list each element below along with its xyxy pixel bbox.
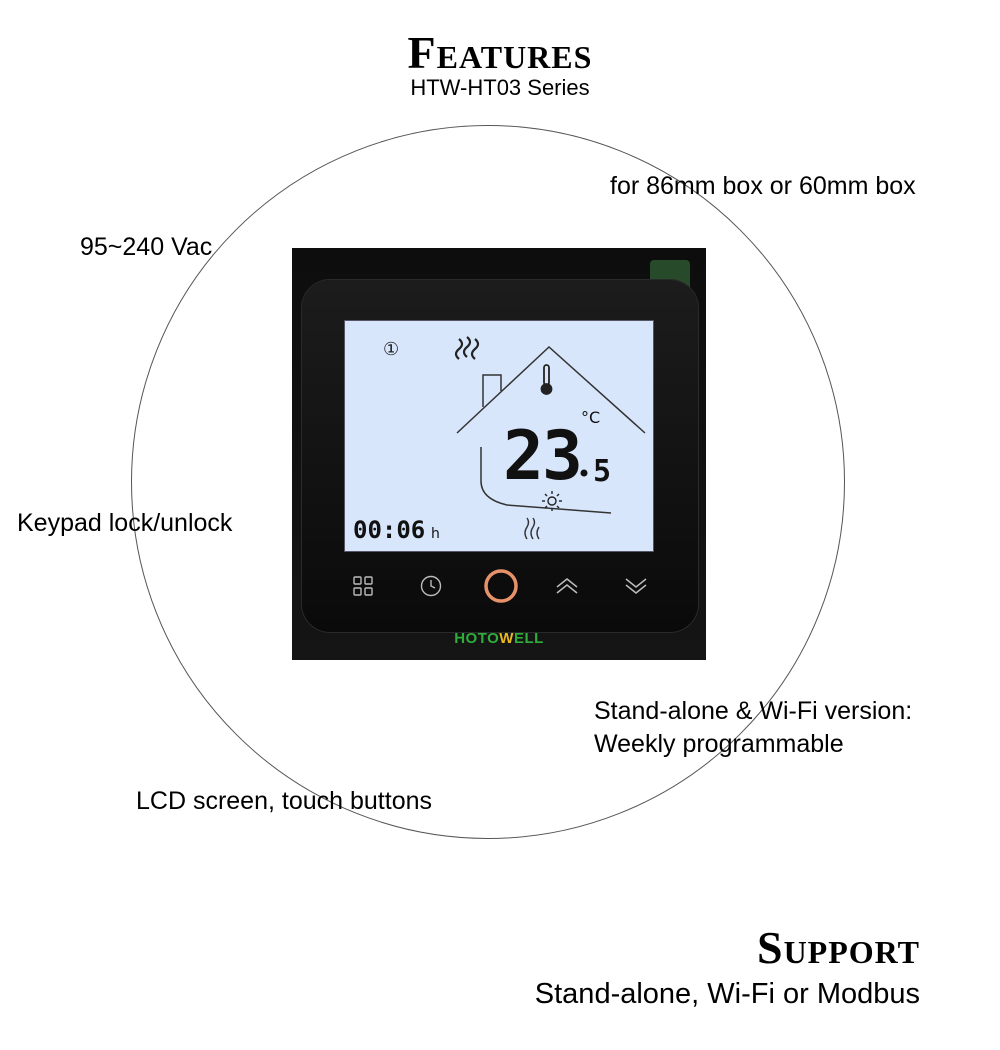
support-title: Support <box>756 922 920 973</box>
feature-box-size: for 86mm box or 60mm box <box>610 172 916 200</box>
brand-part3: ELL <box>513 630 544 647</box>
lcd-display: ① 23 5 °C <box>353 336 646 544</box>
house-outline-icon <box>456 345 646 514</box>
heat-waves-icon <box>454 336 480 360</box>
brand-part1: HOTO <box>454 630 500 647</box>
feature-voltage: 95~240 Vac <box>80 233 213 261</box>
menu-button[interactable] <box>345 568 381 604</box>
temperature-main: 23 <box>503 417 581 496</box>
series-label: HTW-HT03 Series <box>410 75 590 100</box>
feature-weekly-line2: Weekly programmable <box>594 730 844 758</box>
features-title: Features <box>407 27 593 78</box>
menu-icon <box>353 576 373 596</box>
lcd-screen: ① 23 5 °C <box>344 320 654 552</box>
thermometer-icon <box>540 364 553 395</box>
thermostat-device: ① 23 5 °C <box>292 248 706 660</box>
double-chevron-up-icon <box>556 578 578 594</box>
feature-weekly-line1: Stand-alone & Wi-Fi version: <box>594 697 913 725</box>
clock-icon <box>420 575 442 597</box>
power-button[interactable] <box>481 566 521 606</box>
brand-logo: HOTOWELL <box>292 630 706 647</box>
program-number: ① <box>383 339 399 360</box>
sun-icon <box>542 491 562 511</box>
temperature-decimal: 5 <box>593 454 611 489</box>
power-ring-icon <box>484 569 518 603</box>
feature-ring <box>131 125 845 839</box>
clock-button[interactable] <box>413 568 449 604</box>
timer-value: 00:06 <box>353 516 425 544</box>
up-button[interactable] <box>549 568 585 604</box>
feature-lcd-screen: LCD screen, touch buttons <box>136 787 432 815</box>
down-button[interactable] <box>618 568 654 604</box>
double-chevron-down-icon <box>625 578 647 594</box>
feature-keypad-lock: Keypad lock/unlock <box>17 509 233 537</box>
decimal-point <box>580 469 588 477</box>
temperature-unit: °C <box>581 408 600 427</box>
heating-icon <box>524 517 540 540</box>
support-text: Stand-alone, Wi-Fi or Modbus <box>534 978 920 1010</box>
brand-part2: W <box>499 630 514 647</box>
timer-unit: h <box>431 526 440 542</box>
